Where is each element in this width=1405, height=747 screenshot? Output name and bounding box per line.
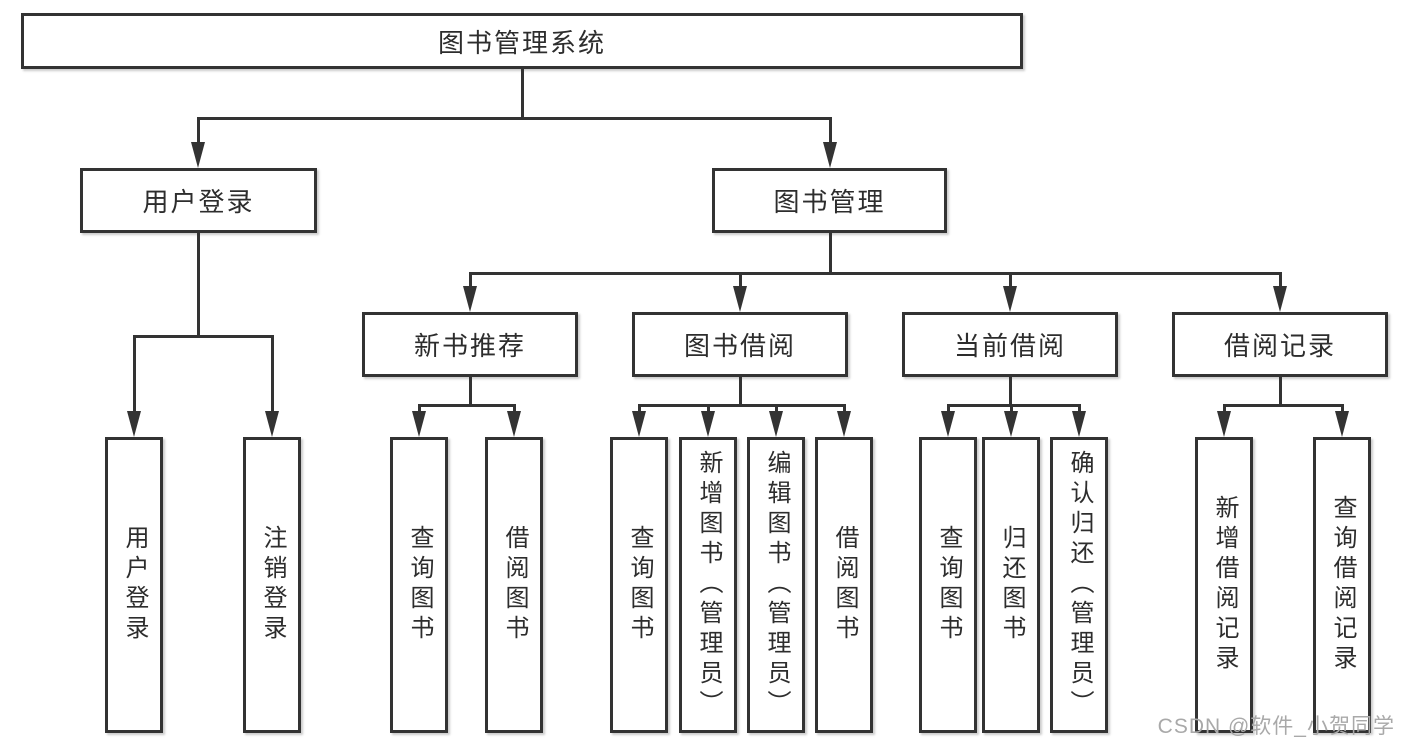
leaf-cb-confirm-return-label: 确认归还（管理员） — [1066, 450, 1093, 720]
connector-line — [271, 335, 274, 411]
leaf-cb-query-book-label: 查询图书 — [935, 525, 962, 645]
leaf-cb-return-book-label: 归还图书 — [998, 525, 1025, 645]
csdn-watermark: CSDN @软件_小贺同学 — [1157, 715, 1395, 738]
connector-line — [707, 404, 710, 411]
connector-line — [1279, 272, 1282, 286]
node-user-login-label: 用户登录 — [142, 187, 255, 217]
connector-line — [1223, 404, 1226, 411]
connector-line — [1223, 404, 1344, 407]
arrow-down-icon — [769, 411, 783, 437]
arrow-down-icon — [701, 411, 715, 437]
node-book-borrow-label: 图书借阅 — [683, 331, 796, 361]
leaf-logout-label: 注销登录 — [259, 525, 286, 645]
node-borrow-records: 借阅记录 — [1172, 312, 1388, 377]
leaf-bb-query-book: 查询图书 — [610, 437, 668, 733]
arrow-down-icon — [1003, 286, 1017, 312]
leaf-bb-add-book-label: 新增图书（管理员） — [695, 450, 722, 720]
leaf-nbr-borrow-book: 借阅图书 — [485, 437, 543, 733]
leaf-bb-edit-book: 编辑图书（管理员） — [747, 437, 805, 733]
connector-line — [469, 377, 472, 404]
node-root-label: 图书管理系统 — [437, 27, 606, 58]
connector-line — [829, 233, 832, 272]
arrow-down-icon — [1335, 411, 1349, 437]
node-book-mgmt-label: 图书管理 — [773, 187, 886, 217]
arrow-down-icon — [463, 286, 477, 312]
node-new-book-recommend: 新书推荐 — [362, 312, 578, 377]
node-borrow-records-label: 借阅记录 — [1223, 331, 1336, 361]
leaf-nbr-query-book-label: 查询图书 — [406, 525, 433, 645]
arrow-down-icon — [632, 411, 646, 437]
connector-line — [521, 69, 524, 117]
node-book-mgmt: 图书管理 — [712, 168, 947, 233]
leaf-bb-borrow-book: 借阅图书 — [815, 437, 873, 733]
node-current-borrow: 当前借阅 — [902, 312, 1118, 377]
leaf-user-login-label: 用户登录 — [121, 525, 148, 645]
leaf-bb-query-book-label: 查询图书 — [626, 525, 653, 645]
arrow-down-icon — [127, 411, 141, 437]
arrow-down-icon — [265, 411, 279, 437]
arrow-down-icon — [507, 411, 521, 437]
connector-line — [469, 272, 1282, 275]
connector-line — [197, 233, 200, 335]
leaf-br-query-record-label: 查询借阅记录 — [1329, 495, 1356, 675]
arrow-down-icon — [1273, 286, 1287, 312]
leaf-user-login: 用户登录 — [105, 437, 163, 733]
arrow-down-icon — [1072, 411, 1086, 437]
connector-line — [775, 404, 778, 411]
node-user-login: 用户登录 — [80, 168, 317, 233]
connector-line — [1010, 404, 1013, 411]
arrow-down-icon — [823, 142, 837, 168]
leaf-br-add-record: 新增借阅记录 — [1195, 437, 1253, 733]
connector-line — [638, 404, 846, 407]
connector-line — [1078, 404, 1081, 411]
arrow-down-icon — [837, 411, 851, 437]
connector-line — [418, 404, 421, 411]
arrow-down-icon — [941, 411, 955, 437]
connector-line — [1009, 377, 1012, 404]
node-new-book-recommend-label: 新书推荐 — [413, 331, 526, 361]
connector-line — [638, 404, 641, 411]
node-current-borrow-label: 当前借阅 — [953, 331, 1066, 361]
connector-line — [133, 335, 136, 411]
node-root: 图书管理系统 — [21, 13, 1023, 69]
leaf-br-query-record: 查询借阅记录 — [1313, 437, 1371, 733]
leaf-cb-query-book: 查询图书 — [919, 437, 977, 733]
connector-line — [739, 272, 742, 286]
arrow-down-icon — [1004, 411, 1018, 437]
leaf-bb-edit-book-label: 编辑图书（管理员） — [763, 450, 790, 720]
connector-line — [947, 404, 1081, 407]
leaf-logout: 注销登录 — [243, 437, 301, 733]
connector-line — [1009, 272, 1012, 286]
arrow-down-icon — [733, 286, 747, 312]
arrow-down-icon — [191, 142, 205, 168]
connector-line — [197, 117, 832, 120]
connector-line — [829, 117, 832, 143]
leaf-nbr-borrow-book-label: 借阅图书 — [501, 525, 528, 645]
connector-line — [1341, 404, 1344, 411]
connector-line — [469, 272, 472, 286]
leaf-bb-add-book: 新增图书（管理员） — [679, 437, 737, 733]
leaf-cb-confirm-return: 确认归还（管理员） — [1050, 437, 1108, 733]
connector-line — [418, 404, 516, 407]
connector-line — [843, 404, 846, 411]
node-book-borrow: 图书借阅 — [632, 312, 848, 377]
connector-line — [1279, 377, 1282, 404]
leaf-br-add-record-label: 新增借阅记录 — [1211, 495, 1238, 675]
connector-line — [739, 377, 742, 404]
connector-line — [947, 404, 950, 411]
arrow-down-icon — [412, 411, 426, 437]
leaf-cb-return-book: 归还图书 — [982, 437, 1040, 733]
connector-line — [513, 404, 516, 411]
leaf-nbr-query-book: 查询图书 — [390, 437, 448, 733]
connector-line — [197, 117, 200, 143]
connector-line — [133, 335, 274, 338]
leaf-bb-borrow-book-label: 借阅图书 — [831, 525, 858, 645]
arrow-down-icon — [1217, 411, 1231, 437]
